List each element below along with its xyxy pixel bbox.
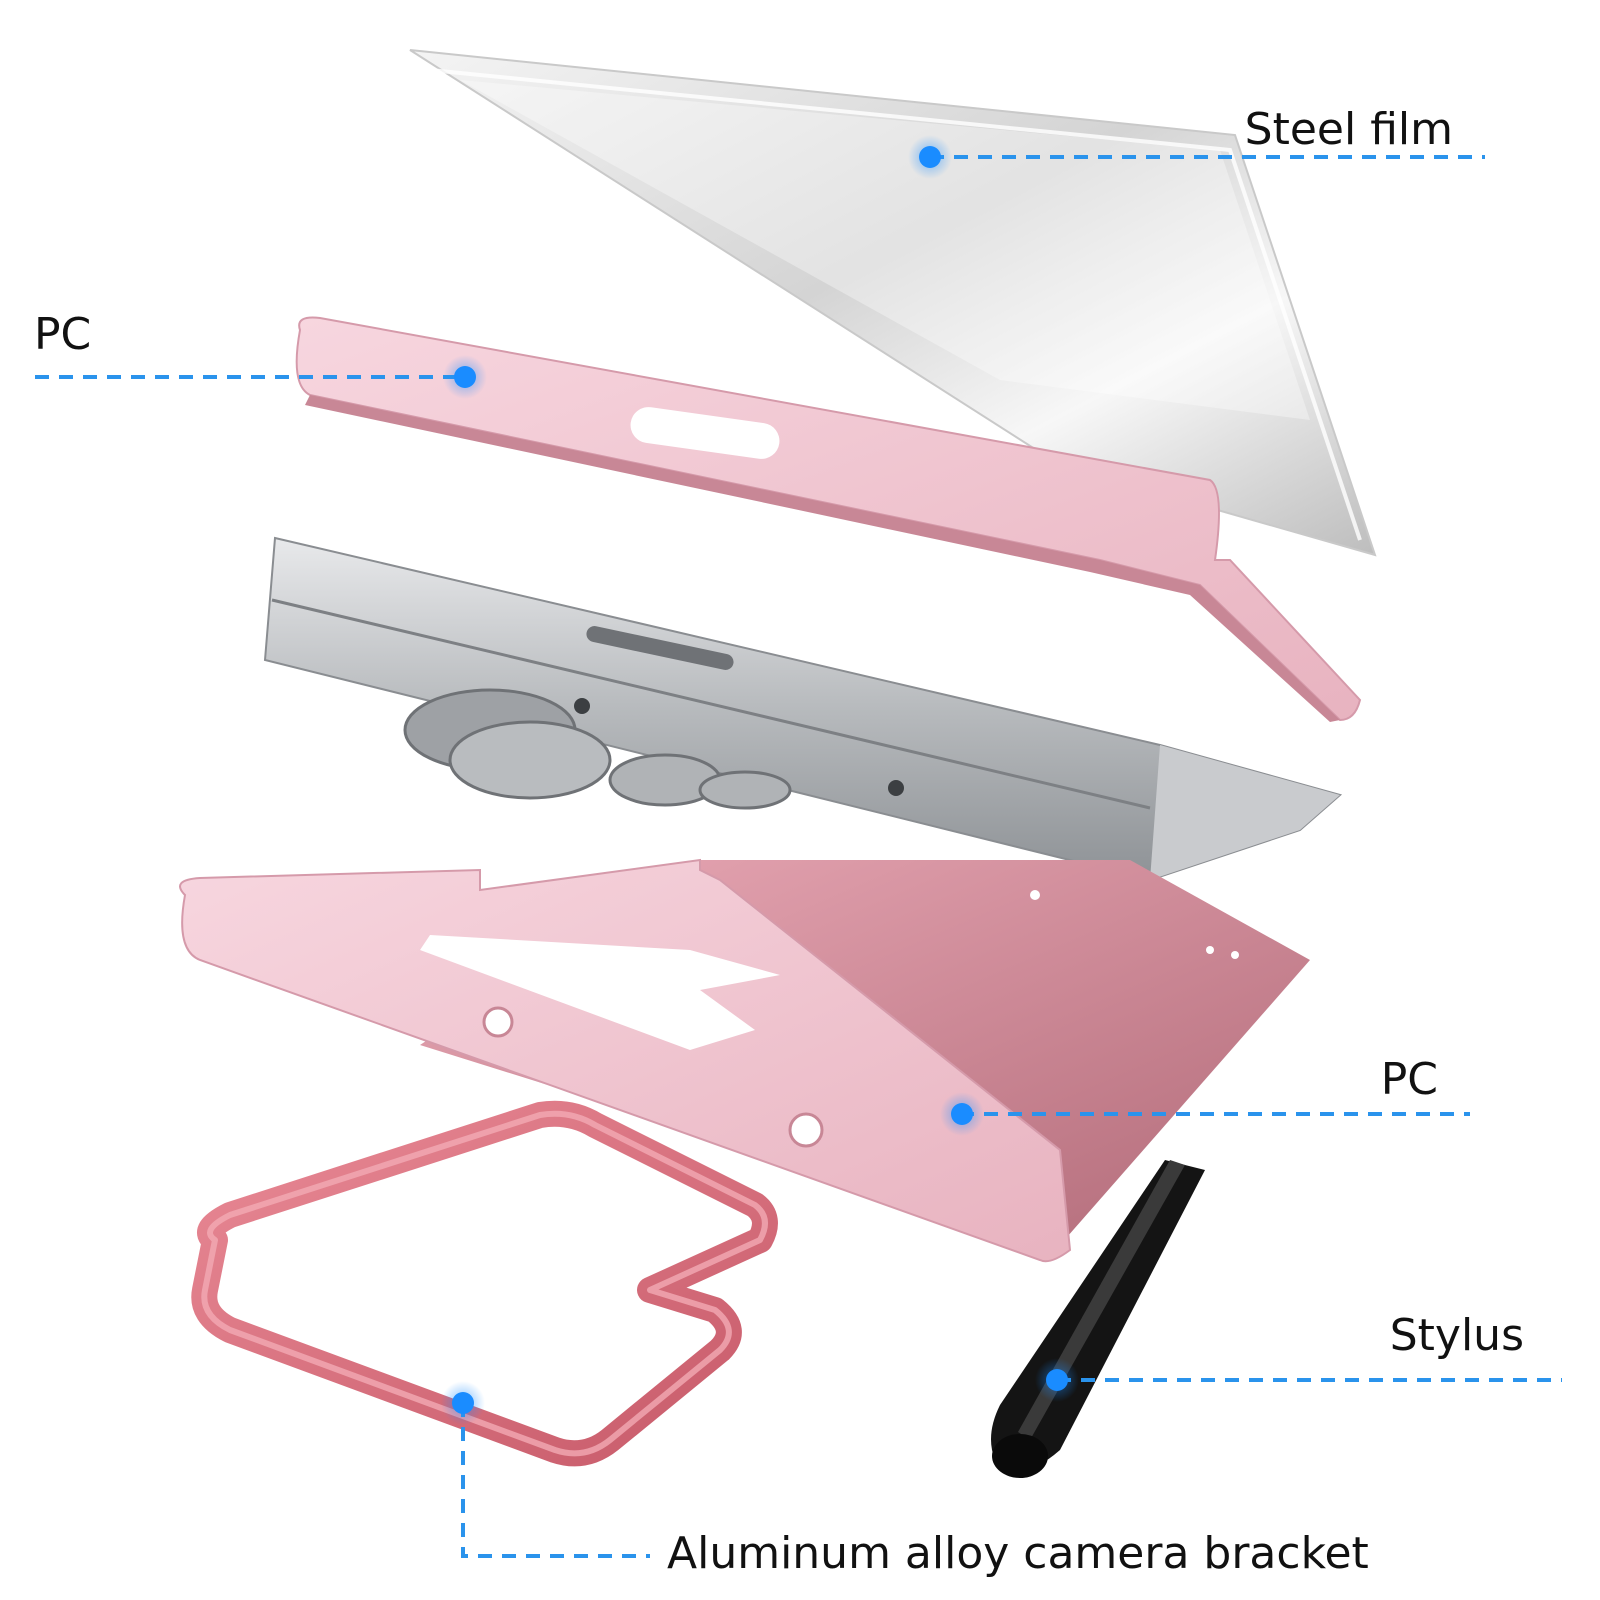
- callout-line-camera-bracket: [461, 1403, 650, 1558]
- callout-dot-pc-top: [454, 366, 476, 388]
- steel-film-part: [409, 49, 1377, 557]
- callout-dot-camera-bracket: [452, 1392, 474, 1414]
- camera-bracket-part: [191, 1100, 778, 1467]
- callout-dots: [441, 135, 1079, 1425]
- pc-bottom-case-part: [179, 858, 1310, 1263]
- callout-dot-stylus: [1046, 1369, 1068, 1391]
- pc-top-frame-part: [295, 316, 1362, 722]
- phone-body-part: [263, 536, 1343, 882]
- callout-lines: [35, 155, 1562, 1558]
- label-steel-film: Steel film: [1244, 104, 1453, 155]
- label-stylus: Stylus: [1389, 1310, 1524, 1361]
- label-pc-bottom: PC: [1380, 1054, 1438, 1105]
- label-camera-bracket: Aluminum alloy camera bracket: [667, 1528, 1369, 1579]
- callout-dot-pc-bottom: [951, 1103, 973, 1125]
- callout-dot-steel-film: [919, 146, 941, 168]
- label-pc-top: PC: [34, 309, 92, 360]
